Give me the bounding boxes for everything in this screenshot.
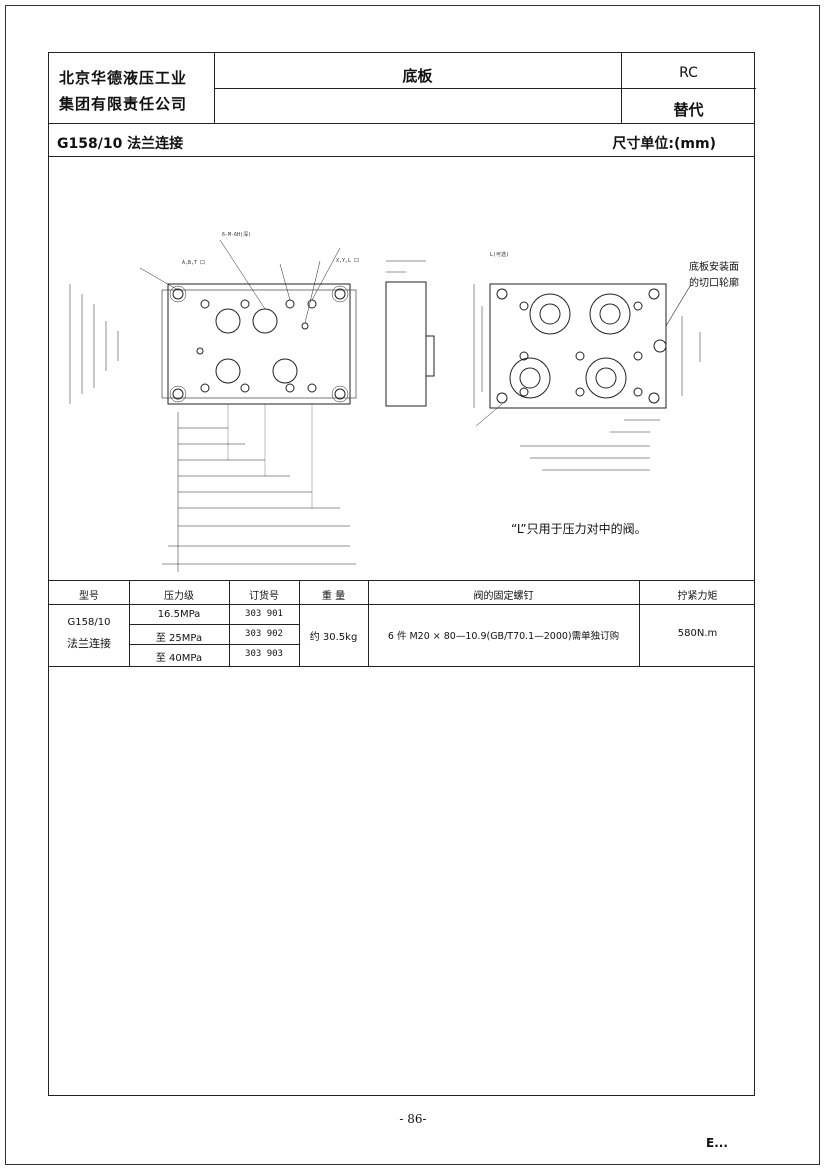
side-view-outline <box>385 281 427 407</box>
table-header-pressure: 压力级 <box>164 591 194 602</box>
table-col-5 <box>639 580 640 666</box>
replace-label: 替代 <box>673 101 704 119</box>
publisher-logo: E... <box>706 1136 728 1150</box>
table-bottom-line <box>49 666 754 667</box>
technical-drawing: 6-M-6H(深) A,B,T 口 X,Y,L 口 L(可选) 460 <box>69 231 701 572</box>
company-name-line1: 北京华德液压工业 <box>59 69 188 87</box>
table-header-line <box>49 604 754 605</box>
page-border <box>5 5 820 1165</box>
cutout-callout-line1: 底板安装面 <box>689 262 739 273</box>
table-weight: 约 30.5kg <box>309 632 358 643</box>
table-header-torque: 拧紧力矩 <box>677 591 718 602</box>
table-torque: 580N.m <box>677 628 718 639</box>
table-row-line-1 <box>129 624 299 625</box>
table-row-line-2 <box>129 644 299 645</box>
unit-note: 尺寸单位:(mm) <box>612 136 716 152</box>
left-plate-outline <box>167 283 351 405</box>
page-number: - 86- <box>399 1112 427 1126</box>
table-order-3: 303 903 <box>245 649 283 659</box>
table-col-1 <box>129 580 130 666</box>
table-pressure-2: 至 25MPa <box>155 633 203 644</box>
table-col-2 <box>229 580 230 666</box>
product-code: RC <box>679 65 698 81</box>
svg-text:L(可选): L(可选) <box>490 251 509 258</box>
svg-text:6-M-6H(深): 6-M-6H(深) <box>222 231 251 238</box>
subheader-bottom-line <box>49 156 754 157</box>
table-pressure-3: 至 40MPa <box>155 653 203 664</box>
table-order-1: 303 901 <box>245 609 283 619</box>
document-title: 底板 <box>402 67 433 85</box>
table-order-2: 303 902 <box>245 629 283 639</box>
model-description: G158/10 法兰连接 <box>57 136 184 152</box>
table-model-line2: 法兰连接 <box>67 637 111 650</box>
table-screws: 6 件 M20 × 80—10.9(GB/T70.1—2000)需单独订购 <box>387 631 620 642</box>
drawing-note: “L”只用于压力对中的阀。 <box>511 522 647 536</box>
table-header-model: 型号 <box>79 591 99 602</box>
svg-text:X,Y,L 口: X,Y,L 口 <box>336 258 359 264</box>
table-header-order: 订货号 <box>249 591 279 602</box>
company-name-line2: 集团有限责任公司 <box>59 95 188 113</box>
header-mid-line <box>214 88 756 89</box>
svg-text:A,B,T 口: A,B,T 口 <box>182 260 205 266</box>
header-bottom-line <box>49 123 754 124</box>
table-header-screws: 阀的固定螺钉 <box>473 591 534 602</box>
table-col-3 <box>299 580 300 666</box>
table-header-weight: 重 量 <box>321 591 346 602</box>
table-pressure-1: 16.5MPa <box>157 609 201 620</box>
table-top-line <box>49 580 754 581</box>
datasheet-frame: 北京华德液压工业 集团有限责任公司 底板 RC 替代 G158/10 法兰连接 … <box>48 52 756 1096</box>
table-col-4 <box>368 580 369 666</box>
cutout-callout-line2: 的切口轮廓 <box>689 278 739 289</box>
table-model-line1: G158/10 <box>67 617 111 628</box>
